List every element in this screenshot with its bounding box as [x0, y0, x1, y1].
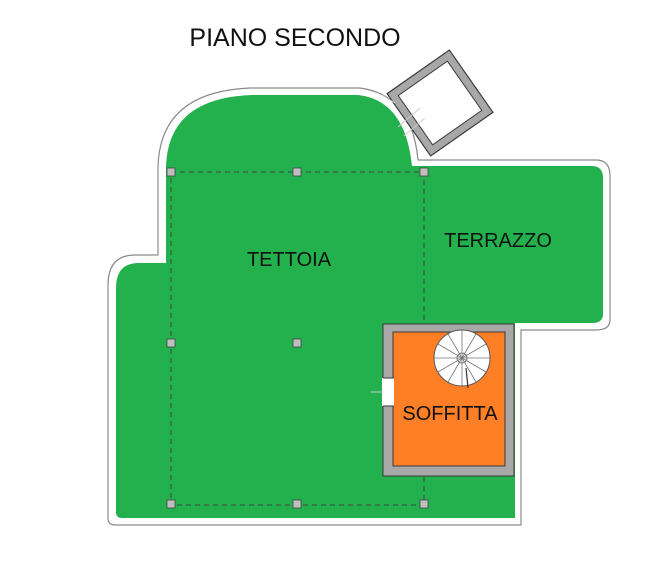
pillar: [166, 338, 176, 348]
pillar: [166, 167, 176, 177]
chimney-hatch-lines: [381, 94, 426, 137]
outdoor-floor: [116, 95, 603, 518]
plan-title: PIANO SECONDO: [189, 24, 400, 52]
pillar: [419, 167, 429, 177]
room-label-soffitta: SOFFITTA: [402, 403, 498, 425]
roof-pillars: [166, 167, 429, 509]
chimney: [386, 49, 494, 157]
room-label-tettoia: TETTOIA: [247, 249, 332, 271]
pillar: [292, 499, 302, 509]
soffitta-door: [382, 378, 394, 406]
pillar: [419, 499, 429, 509]
room-label-terrazzo: TERRAZZO: [444, 230, 552, 252]
pillar: [292, 338, 302, 348]
pillar: [292, 167, 302, 177]
plan-outline: [107, 87, 611, 526]
pillar: [166, 499, 176, 509]
spiral-staircase: [433, 329, 491, 389]
